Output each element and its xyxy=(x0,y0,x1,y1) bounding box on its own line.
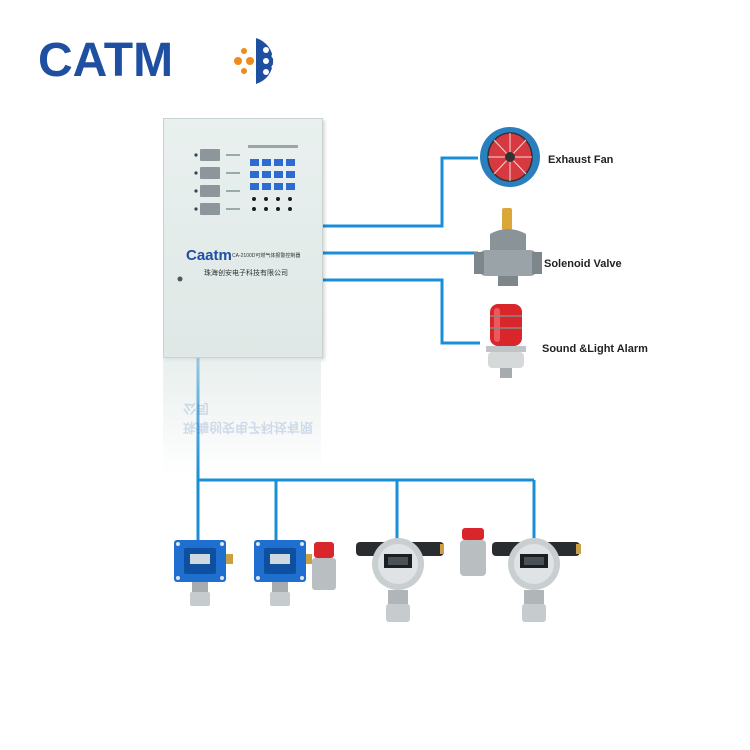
blue-gas-detector-with-alarm-icon xyxy=(252,536,336,608)
gas-alarm-controller: Caatm CA-2100D可燃气体报警控制器 珠海创安电子科技有限公司 xyxy=(163,118,323,358)
solenoid-valve-label: Solenoid Valve xyxy=(544,258,622,270)
sound-light-alarm-label: Sound &Light Alarm xyxy=(542,343,648,355)
controller-company: 珠海创安电子科技有限公司 xyxy=(204,270,288,277)
blue-gas-detector-icon xyxy=(172,536,234,608)
exhaust-fan-label: Exhaust Fan xyxy=(548,154,614,166)
logo-text: CATM xyxy=(38,34,173,87)
wire-sound-light-alarm xyxy=(321,278,480,345)
controller-reflection-text: 珠海创安电子科技有限公司 xyxy=(183,401,314,435)
controller-front-panel xyxy=(177,145,298,282)
controller-reflection: 珠海创安电子科技有限公司 xyxy=(163,358,321,476)
sound-light-alarm-icon xyxy=(482,300,530,380)
exhaust-fan-icon xyxy=(474,122,544,192)
solenoid-valve-icon xyxy=(474,206,542,290)
wire-exhaust-fan xyxy=(321,156,478,228)
controller-brand: Caatm xyxy=(186,247,232,264)
catm-logo-mark: CATM xyxy=(38,34,277,87)
silver-gas-detector-with-alarm-icon xyxy=(458,524,582,624)
logo-dot-mark xyxy=(234,38,277,84)
controller-model: CA-2100D可燃气体报警控制器 xyxy=(232,253,301,259)
silver-gas-detector-icon xyxy=(356,534,444,624)
key-lock-icon xyxy=(177,276,183,282)
catm-logo: CATM xyxy=(38,30,298,90)
